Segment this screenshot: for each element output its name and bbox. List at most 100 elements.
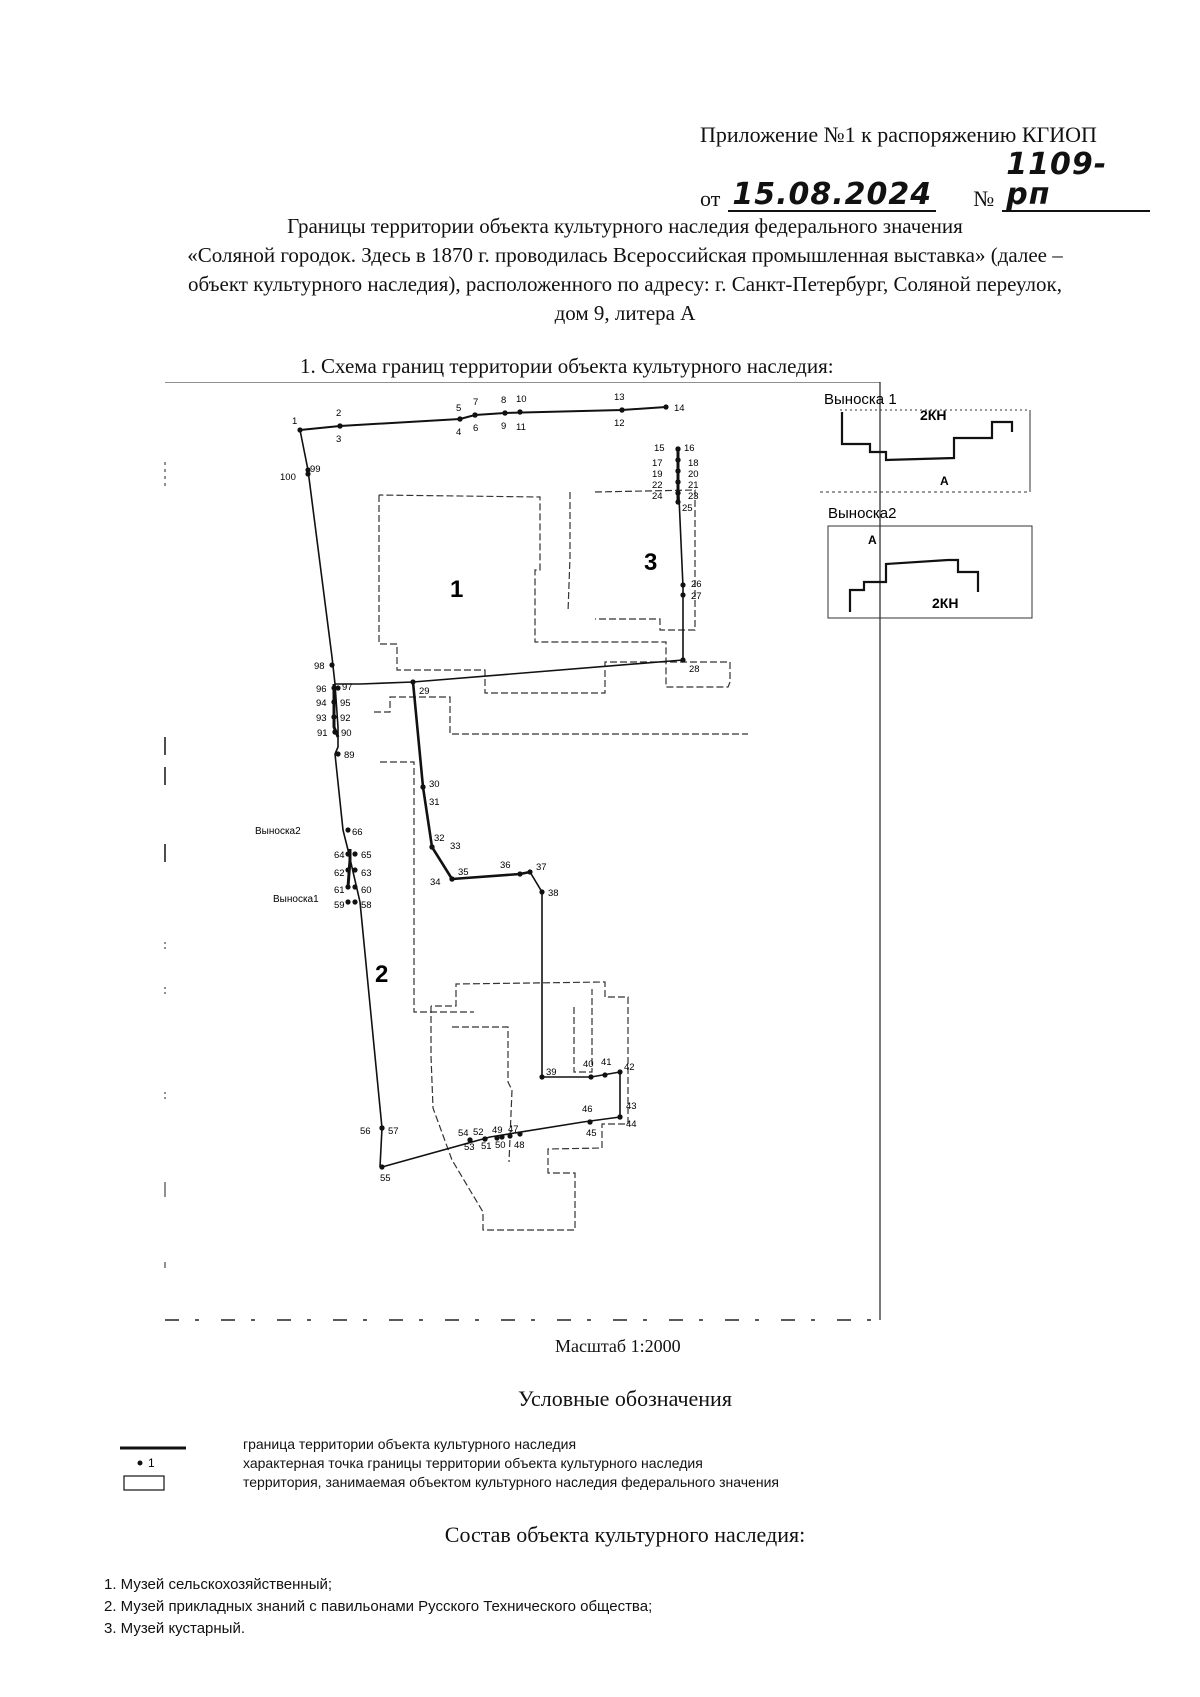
callout-1-title: Выноска 1 xyxy=(824,391,897,408)
boundary-point-marker xyxy=(517,871,523,877)
building-2-outline xyxy=(430,981,629,1231)
legend: граница территории объекта культурного н… xyxy=(118,1436,1018,1493)
building-3-inner xyxy=(567,492,571,613)
boundary-point-marker xyxy=(337,423,343,429)
boundary-point-label: 55 xyxy=(380,1173,391,1184)
legend-text: граница территории объекта культурного н… xyxy=(243,1436,577,1452)
boundary-point-marker xyxy=(331,685,337,691)
boundary-point-label: 6 xyxy=(473,423,478,434)
strip-outline xyxy=(380,761,474,1013)
boundary-point-label: 8 xyxy=(501,395,506,406)
boundary-point-marker xyxy=(675,490,681,496)
boundary-point-marker xyxy=(345,884,351,890)
callout-reference: Выноска1 xyxy=(273,894,319,905)
annex-from-label: от xyxy=(700,186,721,211)
boundary-point-label: 23 xyxy=(688,491,699,502)
boundary-point-label: 20 xyxy=(688,469,699,480)
boundary-point-label: 90 xyxy=(341,728,352,739)
boundary-point-marker xyxy=(617,1069,623,1075)
boundary-point-label: 2 xyxy=(336,408,341,419)
building-1-outline xyxy=(378,494,731,694)
title-line: объект культурного наследия), расположен… xyxy=(188,272,1062,296)
boundary-point-label: 61 xyxy=(334,885,345,896)
boundary-point-label: 42 xyxy=(624,1062,635,1073)
boundary-point-label: 92 xyxy=(340,713,351,724)
boundary-point-marker xyxy=(517,409,523,415)
boundary-point-label: 53 xyxy=(464,1142,475,1153)
title-line: «Соляной городок. Здесь в 1870 г. провод… xyxy=(187,243,1063,267)
boundary-point-label: 39 xyxy=(546,1067,557,1078)
boundary-point-label: 12 xyxy=(614,418,625,429)
building-2-inner xyxy=(452,1026,513,1163)
boundary-point-label: 32 xyxy=(434,833,445,844)
legend-item-point: 1 характерная точка границы территории о… xyxy=(118,1455,1018,1474)
boundary-point-label: 98 xyxy=(314,661,325,672)
legend-item-territory: территория, занимаемая объектом культурн… xyxy=(118,1474,1018,1493)
boundary-point-marker xyxy=(379,1164,385,1170)
territory-boundary xyxy=(299,406,684,1168)
annex-number-label: № xyxy=(973,186,995,211)
callout-1: Выноска 1 2КН А xyxy=(820,391,1031,493)
point-symbol: 1 xyxy=(137,1456,155,1470)
boundary-point-label: 5 xyxy=(456,403,461,414)
boundary-point-marker xyxy=(527,869,533,875)
boundary-point-marker xyxy=(429,844,435,850)
boundary-point-label: 17 xyxy=(652,458,663,469)
annex-header: Приложение №1 к распоряжению КГИОП от 15… xyxy=(700,122,1150,212)
boundary-point-marker xyxy=(410,679,416,685)
legend-text: характерная точка границы территории объ… xyxy=(243,1455,703,1471)
boundary-point-marker xyxy=(680,592,686,598)
boundary-point-label: 51 xyxy=(481,1141,492,1152)
boundary-point-label: 3 xyxy=(336,434,341,445)
boundary-point-label: 30 xyxy=(429,779,440,790)
map-scale: Масштаб 1:2000 xyxy=(555,1336,681,1356)
boundary-point-label: 10 xyxy=(516,394,527,405)
boundary-point-label: 99 xyxy=(310,464,321,475)
composition-list: 1. Музей сельскохозяйственный; 2. Музей … xyxy=(104,1574,652,1640)
boundary-point-marker xyxy=(680,657,686,663)
callout-1-zone: 2КН xyxy=(920,407,946,423)
boundary-point-label: 96 xyxy=(316,684,327,695)
boundary-point-label: 13 xyxy=(614,392,625,403)
boundary-point-marker xyxy=(457,416,463,422)
boundary-point-label: 38 xyxy=(548,888,559,899)
boundary-point-marker xyxy=(305,471,311,477)
boundary-point-marker xyxy=(345,899,351,905)
boundary-point-marker xyxy=(619,407,625,413)
boundary-point-marker xyxy=(331,714,337,720)
boundary-point-label: 29 xyxy=(419,686,430,697)
boundary-point-label: 64 xyxy=(334,850,345,861)
boundary-point-marker xyxy=(517,1131,523,1137)
boundary-point-label: 62 xyxy=(334,868,345,879)
boundary-point-label: 47 xyxy=(508,1124,519,1135)
boundary-point-label: 91 xyxy=(317,728,328,739)
boundary-point-label: 28 xyxy=(689,664,700,675)
boundary-point-marker xyxy=(331,699,337,705)
boundary-point-label: 93 xyxy=(316,713,327,724)
boundary-point-marker xyxy=(588,1074,594,1080)
boundary-point-marker xyxy=(587,1119,593,1125)
legend-text: территория, занимаемая объектом культурн… xyxy=(243,1474,779,1490)
boundary-point-label: 54 xyxy=(458,1128,469,1139)
annex-date: 15.08.2024 xyxy=(728,180,937,212)
boundary-point-marker xyxy=(494,1135,500,1141)
boundary-point-marker xyxy=(482,1136,488,1142)
boundary-point-marker xyxy=(297,427,303,433)
boundary-point-label: 21 xyxy=(688,480,699,491)
boundary-point-label: 46 xyxy=(582,1104,593,1115)
boundary-point-label: 27 xyxy=(691,591,702,602)
boundary-point-marker xyxy=(352,884,358,890)
boundary-point-label: 33 xyxy=(450,841,461,852)
boundary-point-marker xyxy=(539,889,545,895)
boundary-point-marker xyxy=(675,457,681,463)
boundary-point-label: 94 xyxy=(316,698,327,709)
boundary-point-marker xyxy=(502,410,508,416)
boundary-point-marker xyxy=(352,867,358,873)
boundary-point-label: 52 xyxy=(473,1127,484,1138)
boundary-point-marker xyxy=(539,1074,545,1080)
building-2-inner xyxy=(573,989,593,1073)
boundary-point-label: 36 xyxy=(500,860,511,871)
boundary-point-marker xyxy=(329,662,335,668)
